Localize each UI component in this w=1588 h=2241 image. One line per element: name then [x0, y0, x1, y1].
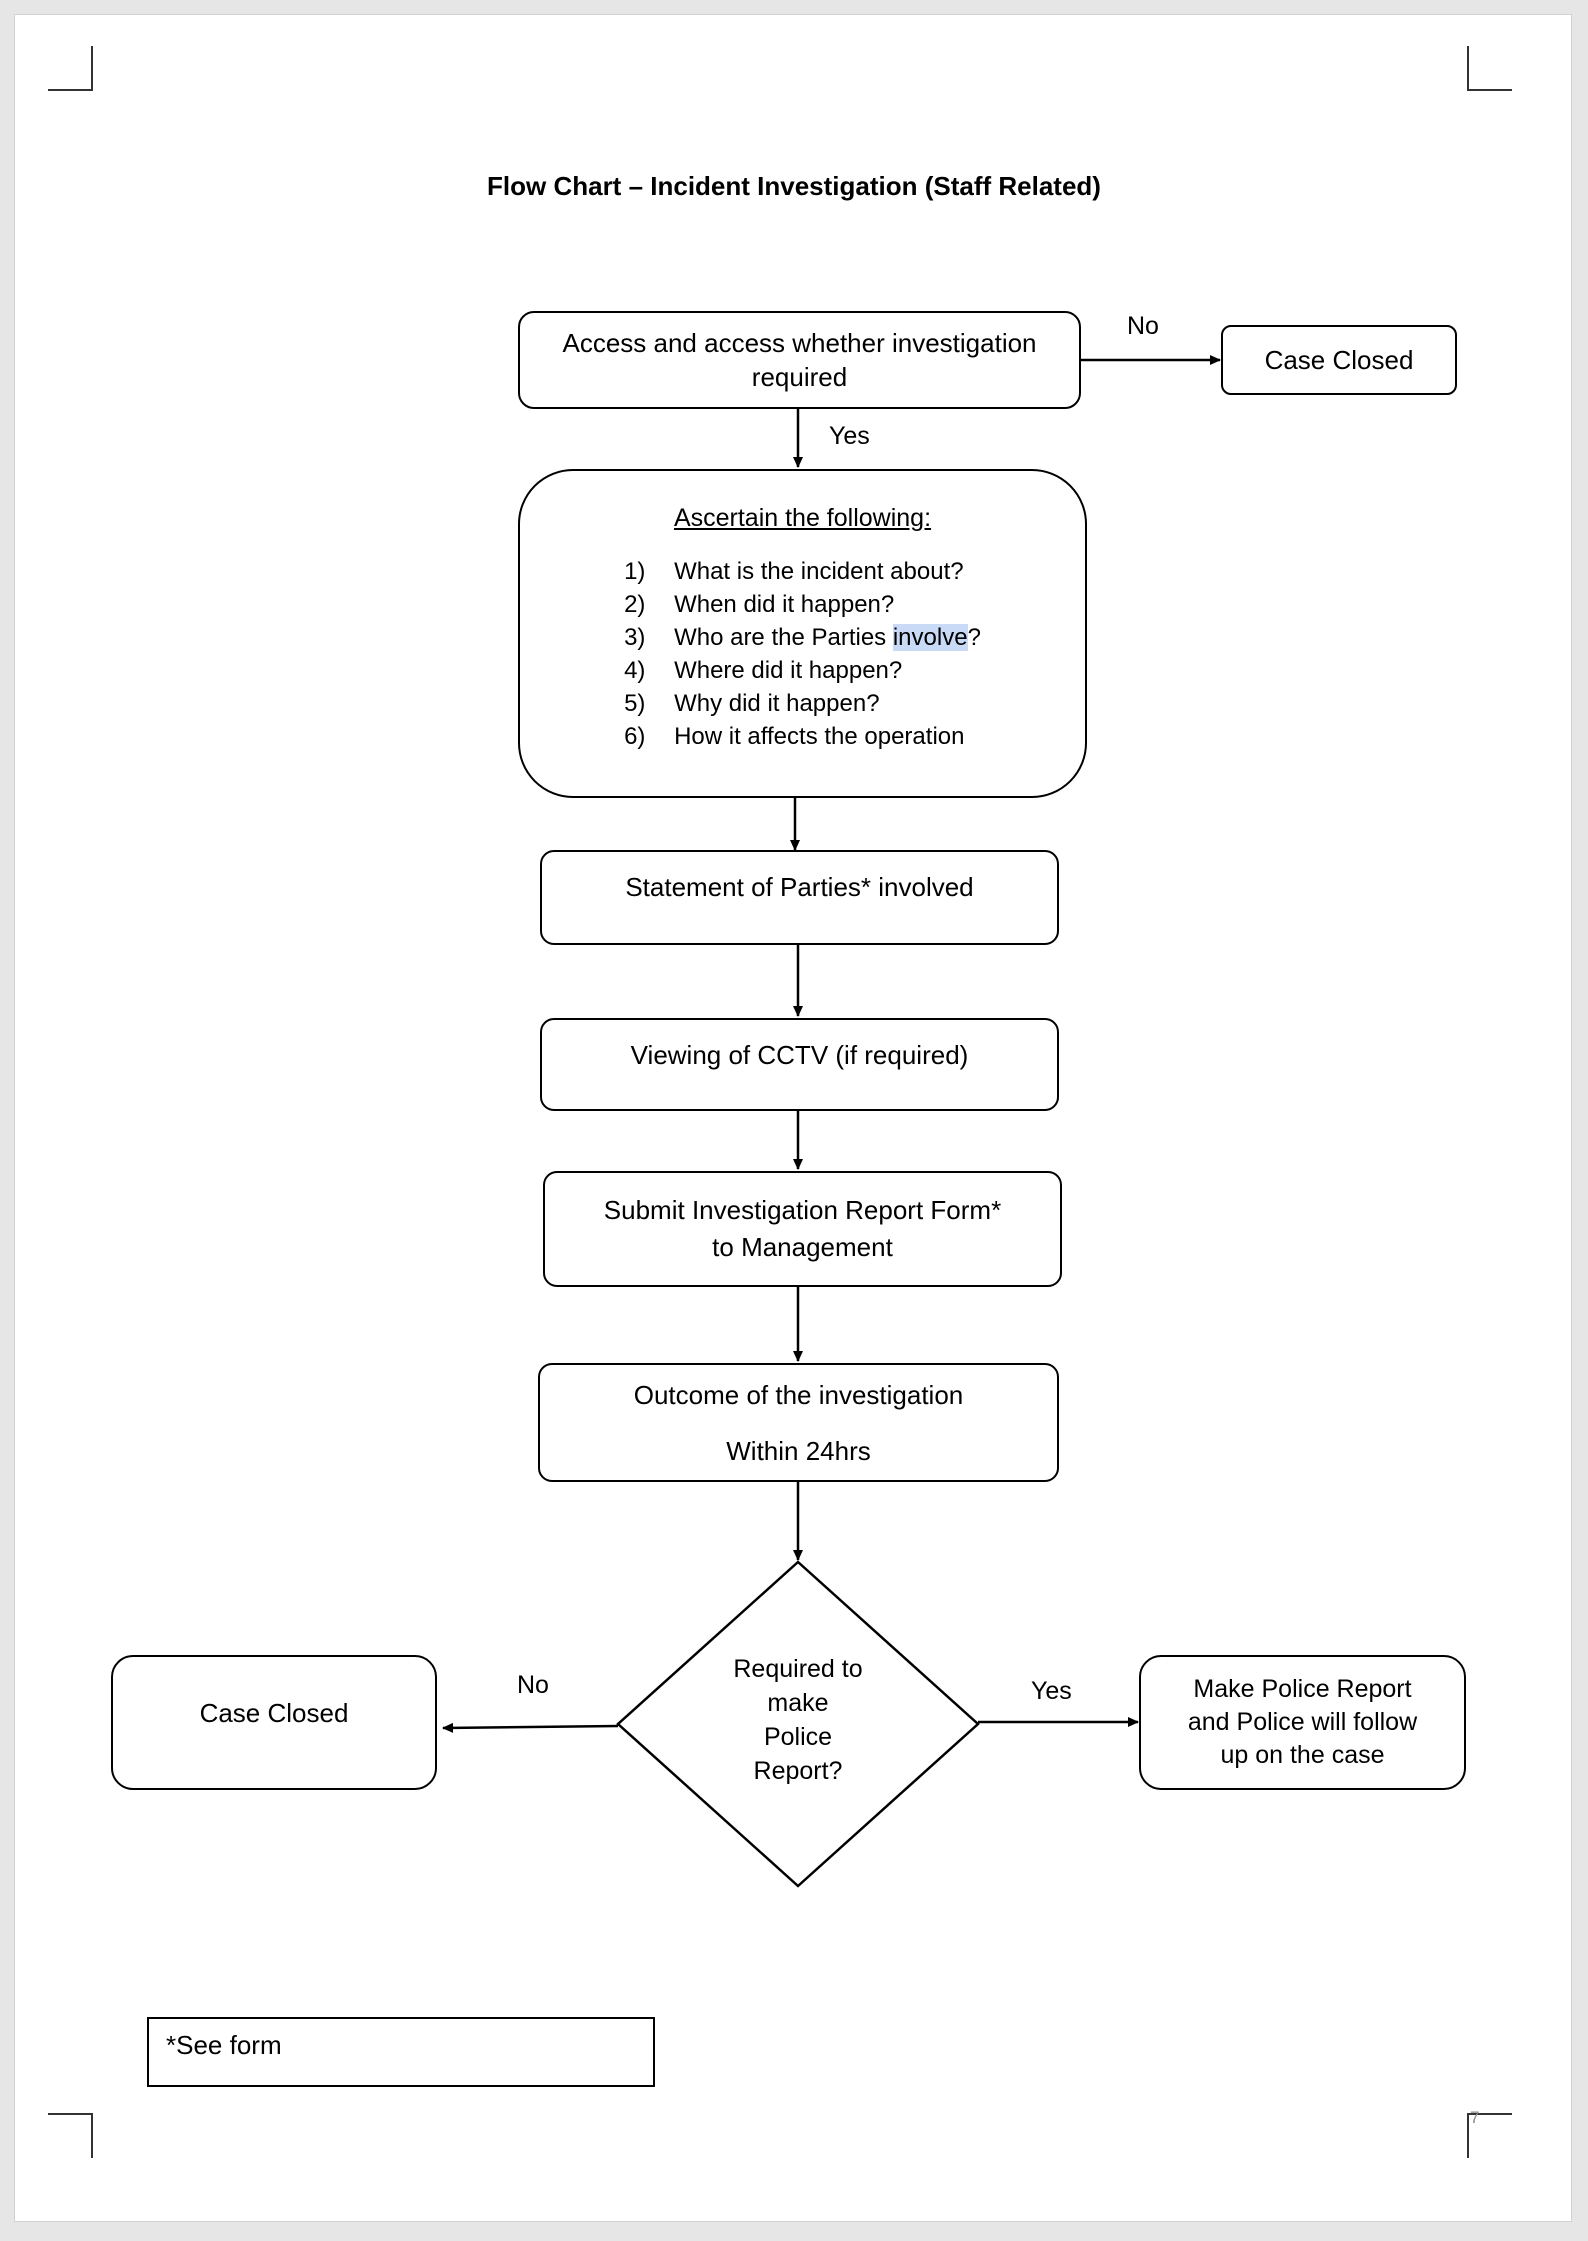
- case-closed-bottom-text: Case Closed: [199, 1698, 349, 1728]
- ascertain-item: 1)What is the incident about?: [624, 558, 964, 585]
- decision-diamond: [616, 1560, 980, 1888]
- ascertain-item: 4)Where did it happen?: [624, 657, 903, 684]
- submit-text-line1: Submit Investigation Report Form*: [603, 1195, 1002, 1225]
- outcome-text-line1: Outcome of the investigation: [633, 1379, 964, 1410]
- ascertain-item: 5)Why did it happen?: [624, 690, 880, 717]
- submit-text-line2: to Management: [712, 1232, 893, 1262]
- cctv-box: Viewing of CCTV (if required): [540, 1018, 1059, 1111]
- ascertain-heading: Ascertain the following:: [673, 504, 932, 532]
- crop-mark-top-right: [1467, 46, 1512, 91]
- ascertain-list: 1)What is the incident about? 2)When did…: [624, 555, 981, 753]
- statement-box: Statement of Parties* involved: [540, 850, 1059, 945]
- edge-label-yes-bottom: Yes: [1031, 1677, 1072, 1705]
- assess-investigation-box: Access and access whether investigation …: [518, 311, 1081, 409]
- submit-report-box: Submit Investigation Report Form* to Man…: [543, 1171, 1062, 1287]
- edge-label-no-bottom: No: [517, 1671, 549, 1699]
- outcome-box: Outcome of the investigation Within 24hr…: [538, 1363, 1059, 1482]
- ascertain-box: Ascertain the following: 1)What is the i…: [518, 469, 1087, 798]
- crop-mark-bottom-left: [48, 2113, 93, 2158]
- page-title: Flow Chart – Incident Investigation (Sta…: [487, 171, 1101, 201]
- footnote-box: *See form: [147, 2017, 655, 2087]
- crop-mark-top-left: [48, 46, 93, 91]
- case-closed-top-box: Case Closed: [1221, 325, 1457, 395]
- case-closed-bottom-box: Case Closed: [111, 1655, 437, 1790]
- cctv-text: Viewing of CCTV (if required): [630, 1040, 969, 1070]
- decision-text: Required to make Police Report?: [733, 1655, 863, 1785]
- outcome-text-line2: Within 24hrs: [726, 1435, 871, 1466]
- edge-label-no-top: No: [1127, 312, 1159, 340]
- ascertain-item: 6)How it affects the operation: [624, 723, 965, 750]
- case-closed-top-text: Case Closed: [1264, 345, 1414, 375]
- crop-mark-bottom-right: [1467, 2113, 1512, 2158]
- footnote-text: *See form: [166, 2030, 282, 2060]
- assess-text: Access and access whether investigation …: [562, 328, 1037, 392]
- statement-text: Statement of Parties* involved: [625, 872, 974, 902]
- arrow-decision-to-case-closed: [442, 1722, 619, 1733]
- police-report-box: Make Police Report and Police will follo…: [1139, 1655, 1466, 1790]
- page-number: 7: [1470, 2108, 1480, 2127]
- edge-label-yes-top: Yes: [829, 422, 870, 450]
- ascertain-item: 2)When did it happen?: [624, 591, 895, 618]
- highlighted-word: involve: [892, 624, 968, 651]
- ascertain-item: 3)Who are the Parties involve?: [624, 624, 981, 651]
